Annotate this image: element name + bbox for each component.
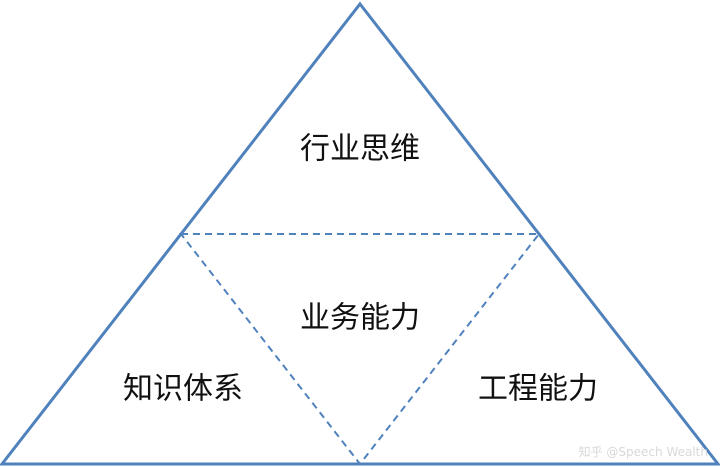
inner-dashed-triangle xyxy=(178,233,542,466)
center-label: 业务能力 xyxy=(300,301,420,336)
right-label: 工程能力 xyxy=(478,372,598,407)
watermark-text: 知乎 @Speech Wealth xyxy=(579,445,708,459)
top-label: 行业思维 xyxy=(300,132,420,167)
left-label: 知识体系 xyxy=(123,372,243,407)
